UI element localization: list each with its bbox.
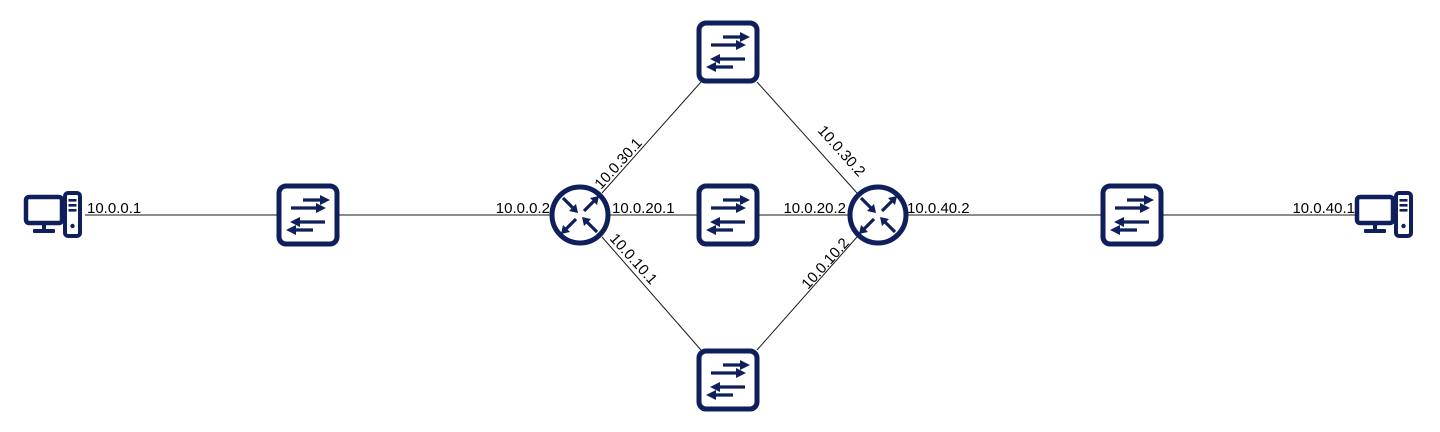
link-router-left-switch-bottom: [601, 236, 702, 351]
router-icon: [552, 187, 608, 243]
computer-icon: [1357, 193, 1411, 236]
router-left-ip-north-label: 10.0.30.1: [591, 135, 645, 193]
link-switch-bottom-router-right: [756, 236, 858, 351]
switch-icon: [699, 186, 757, 244]
pc-left-ip-label: 10.0.0.1: [87, 200, 141, 217]
switch-icon: [1103, 186, 1161, 244]
router-right-ip-west-label: 10.0.20.2: [783, 200, 846, 217]
link-switch-top-router-right: [756, 81, 858, 194]
link-router-left-switch-top: [601, 81, 702, 194]
router-right-ip-north-label: 10.0.30.2: [814, 122, 868, 180]
router-left-ip-west-label: 10.0.0.2: [496, 200, 550, 217]
router-left-ip-east-label: 10.0.20.1: [612, 200, 675, 217]
switch-icon: [699, 351, 757, 409]
switch-icon: [699, 23, 757, 81]
pc-right-ip-label: 10.0.40.1: [1292, 200, 1355, 217]
router-left-ip-south-label: 10.0.10.1: [606, 230, 660, 288]
computer-icon: [26, 193, 80, 236]
switch-icon: [279, 186, 337, 244]
links: [85, 81, 1357, 351]
router-right-ip-east-label: 10.0.40.2: [907, 200, 970, 217]
router-icon: [850, 187, 906, 243]
router-right-ip-south-label: 10.0.10.2: [798, 235, 852, 293]
